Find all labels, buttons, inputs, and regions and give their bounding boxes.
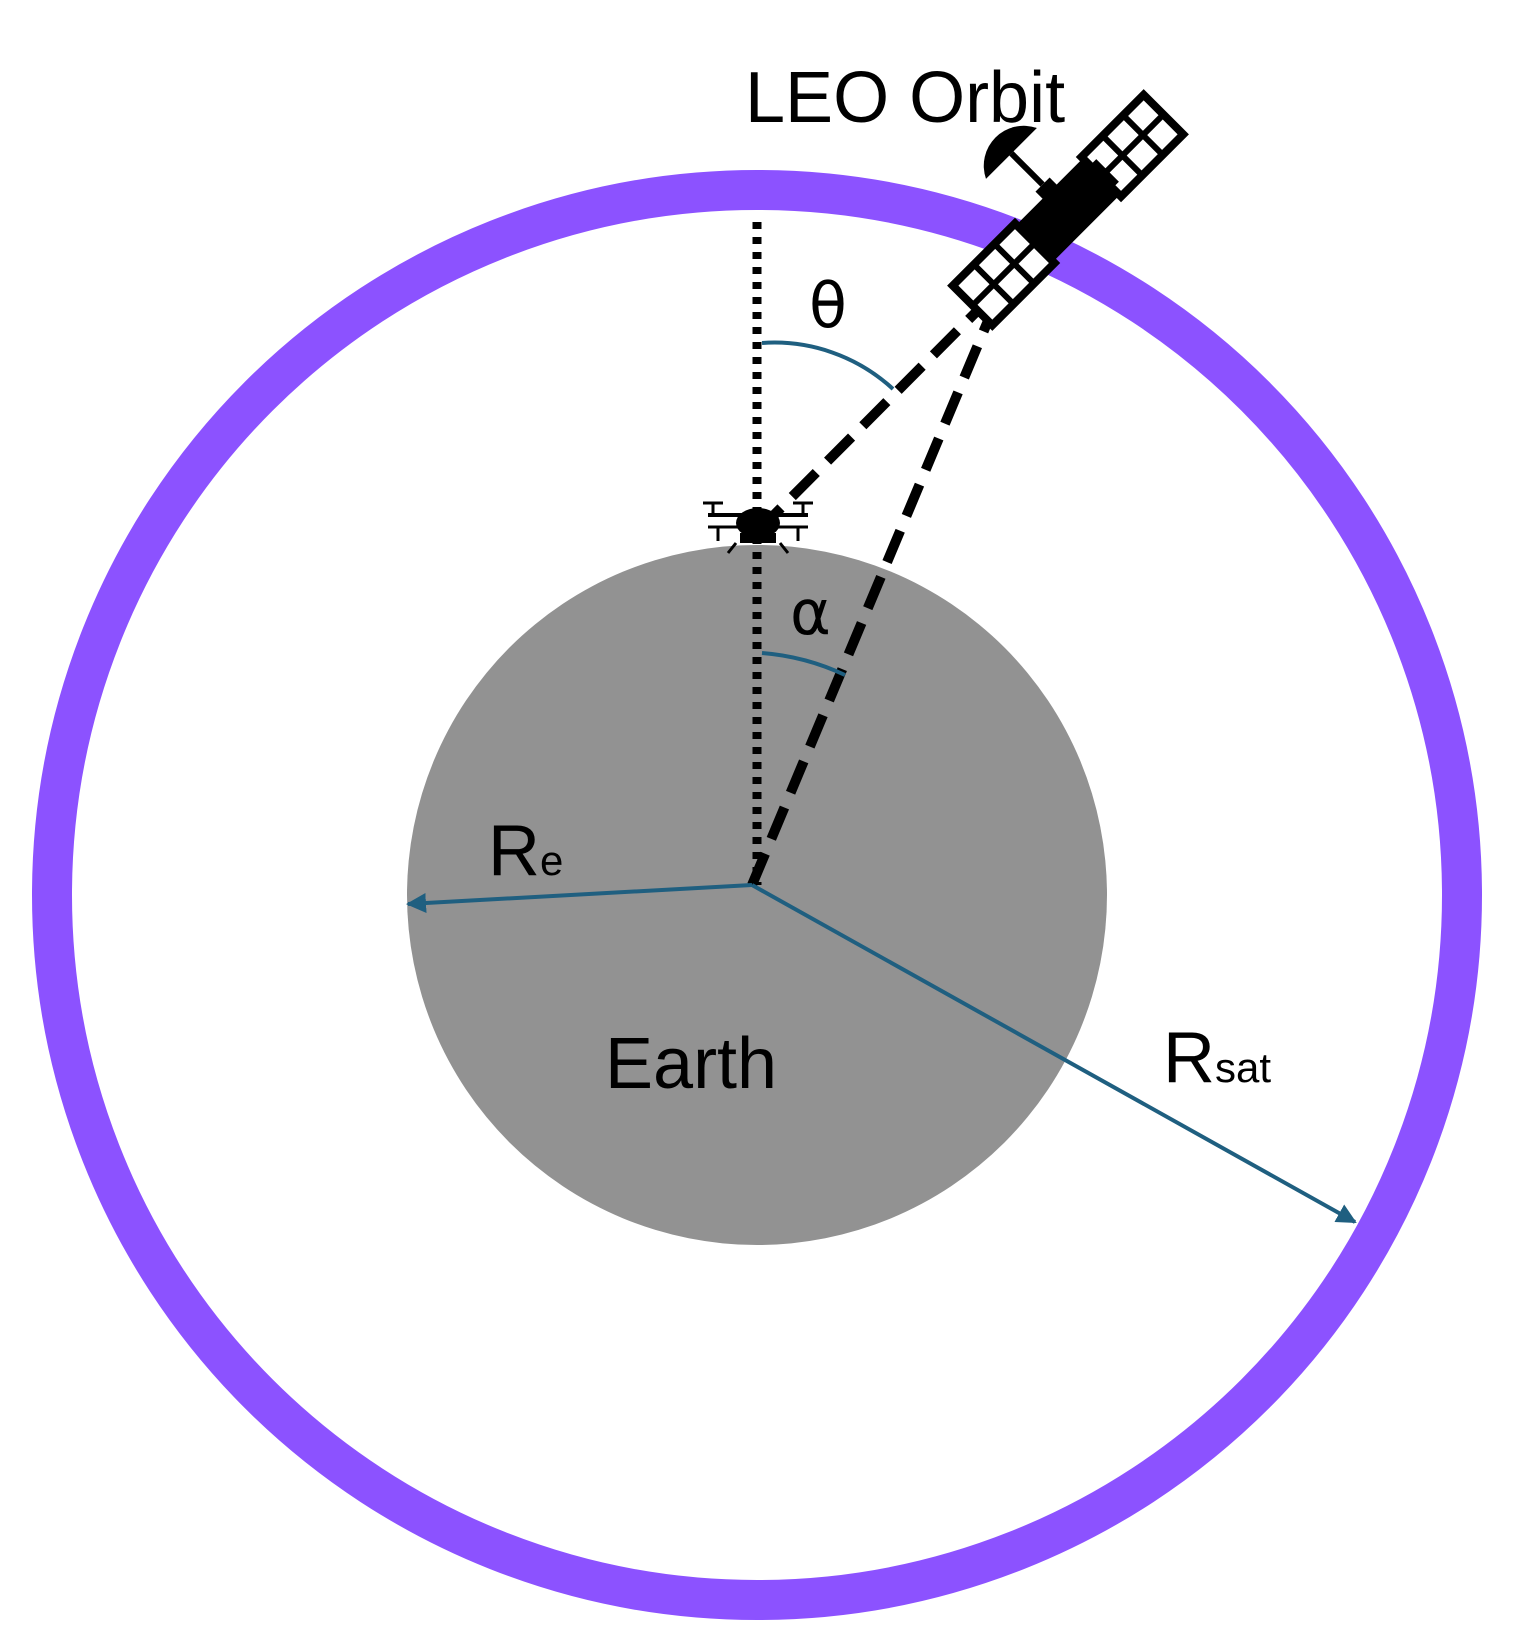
drone-to-satellite-line [753, 281, 1007, 536]
satellite-icon [947, 89, 1189, 331]
earth-radius-label-main: R [488, 811, 540, 891]
earth-radius-label: Re [488, 811, 563, 891]
earth-disk [407, 545, 1107, 1245]
orbit-radius-label: Rsat [1163, 1018, 1271, 1098]
earth-radius-label-sub: e [540, 837, 563, 884]
drone-icon [703, 501, 813, 554]
orbit-label: LEO Orbit [745, 58, 1065, 138]
center-to-satellite-line [747, 283, 1008, 887]
orbit-radius-label-sub: sat [1215, 1044, 1271, 1091]
orbit-radius-label-main: R [1163, 1018, 1215, 1098]
alpha-angle-arc [761, 651, 846, 677]
theta-angle-arc [761, 340, 895, 391]
theta-label: θ [809, 269, 847, 342]
earth-label: Earth [605, 1024, 777, 1104]
orbit-radius-arrow [751, 883, 1357, 1224]
earth-radius-arrow [406, 883, 753, 913]
alpha-label: α [790, 576, 831, 649]
leo-orbit-ring [32, 170, 1482, 1620]
